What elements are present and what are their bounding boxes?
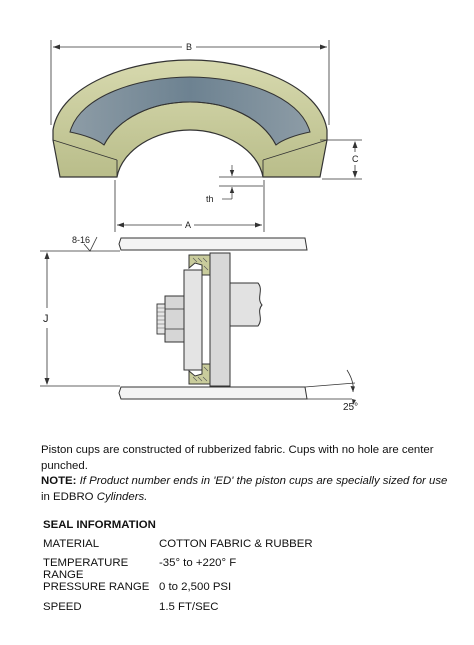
seal-key: PRESSURE RANGE <box>43 581 150 594</box>
cup-inner-rim <box>103 101 277 146</box>
dimension-b-label: B <box>186 42 192 52</box>
seal-value: -35° to +220° F <box>159 557 237 570</box>
table-row: PRESSURE RANGE 0 to 2,500 PSI <box>43 581 313 600</box>
piston-cup-drawing: B C th A 8-16 <box>40 40 362 413</box>
piston-rod <box>227 282 263 327</box>
seal-value: COTTON FABRIC & RUBBER <box>159 538 313 550</box>
table-row: TEMPERATURE RANGE -35° to +220° F <box>43 557 313 581</box>
seal-info-title: SEAL INFORMATION <box>43 519 156 531</box>
note-label: NOTE: <box>41 475 77 487</box>
cup-follower <box>183 269 203 371</box>
dimension-a-label: A <box>185 220 191 230</box>
note-body-1: If Product number ends in 'ED' the pisto… <box>79 475 448 487</box>
seal-key: TEMPERATURE RANGE <box>43 557 129 582</box>
piston-plate <box>209 252 231 387</box>
table-row: MATERIAL COTTON FABRIC & RUBBER <box>43 538 313 557</box>
cylinder-wall-top <box>118 237 308 251</box>
dimension-b: B <box>50 40 330 125</box>
seal-info-table: MATERIAL COTTON FABRIC & RUBBER TEMPERAT… <box>43 538 313 620</box>
cup-section-view <box>52 59 328 178</box>
seal-value: 0 to 2,500 PSI <box>159 581 232 594</box>
cylinder-wall-bottom <box>118 386 308 400</box>
seal-key: MATERIAL <box>43 538 100 550</box>
seal-value: 1.5 FT/SEC <box>159 600 219 613</box>
dimension-j-label: J <box>43 313 49 325</box>
piston-nut <box>164 295 185 343</box>
angle-label: 25° <box>343 402 358 413</box>
threaded-stud <box>156 303 166 335</box>
seal-key: SPEED <box>43 600 82 613</box>
intro-paragraph: Piston cups are constructed of rubberize… <box>41 444 434 472</box>
dimension-c: C <box>320 139 362 180</box>
dimension-a: A <box>114 180 265 232</box>
cup-front-face <box>52 139 328 177</box>
table-row: SPEED 1.5 FT/SEC <box>43 601 313 620</box>
installed-assembly-view: 8-16 J 25° <box>40 235 358 413</box>
dimension-th-label: th <box>206 194 214 204</box>
note-paragraph: NOTE: If Product number ends in 'ED' the… <box>41 473 451 505</box>
dimension-c-label: C <box>352 154 359 164</box>
dimension-th: th <box>206 165 263 204</box>
note-body-2: in EDBRO <box>41 491 94 503</box>
surface-finish-label: 8-16 <box>72 235 90 245</box>
note-body-3: Cylinders. <box>96 491 148 503</box>
